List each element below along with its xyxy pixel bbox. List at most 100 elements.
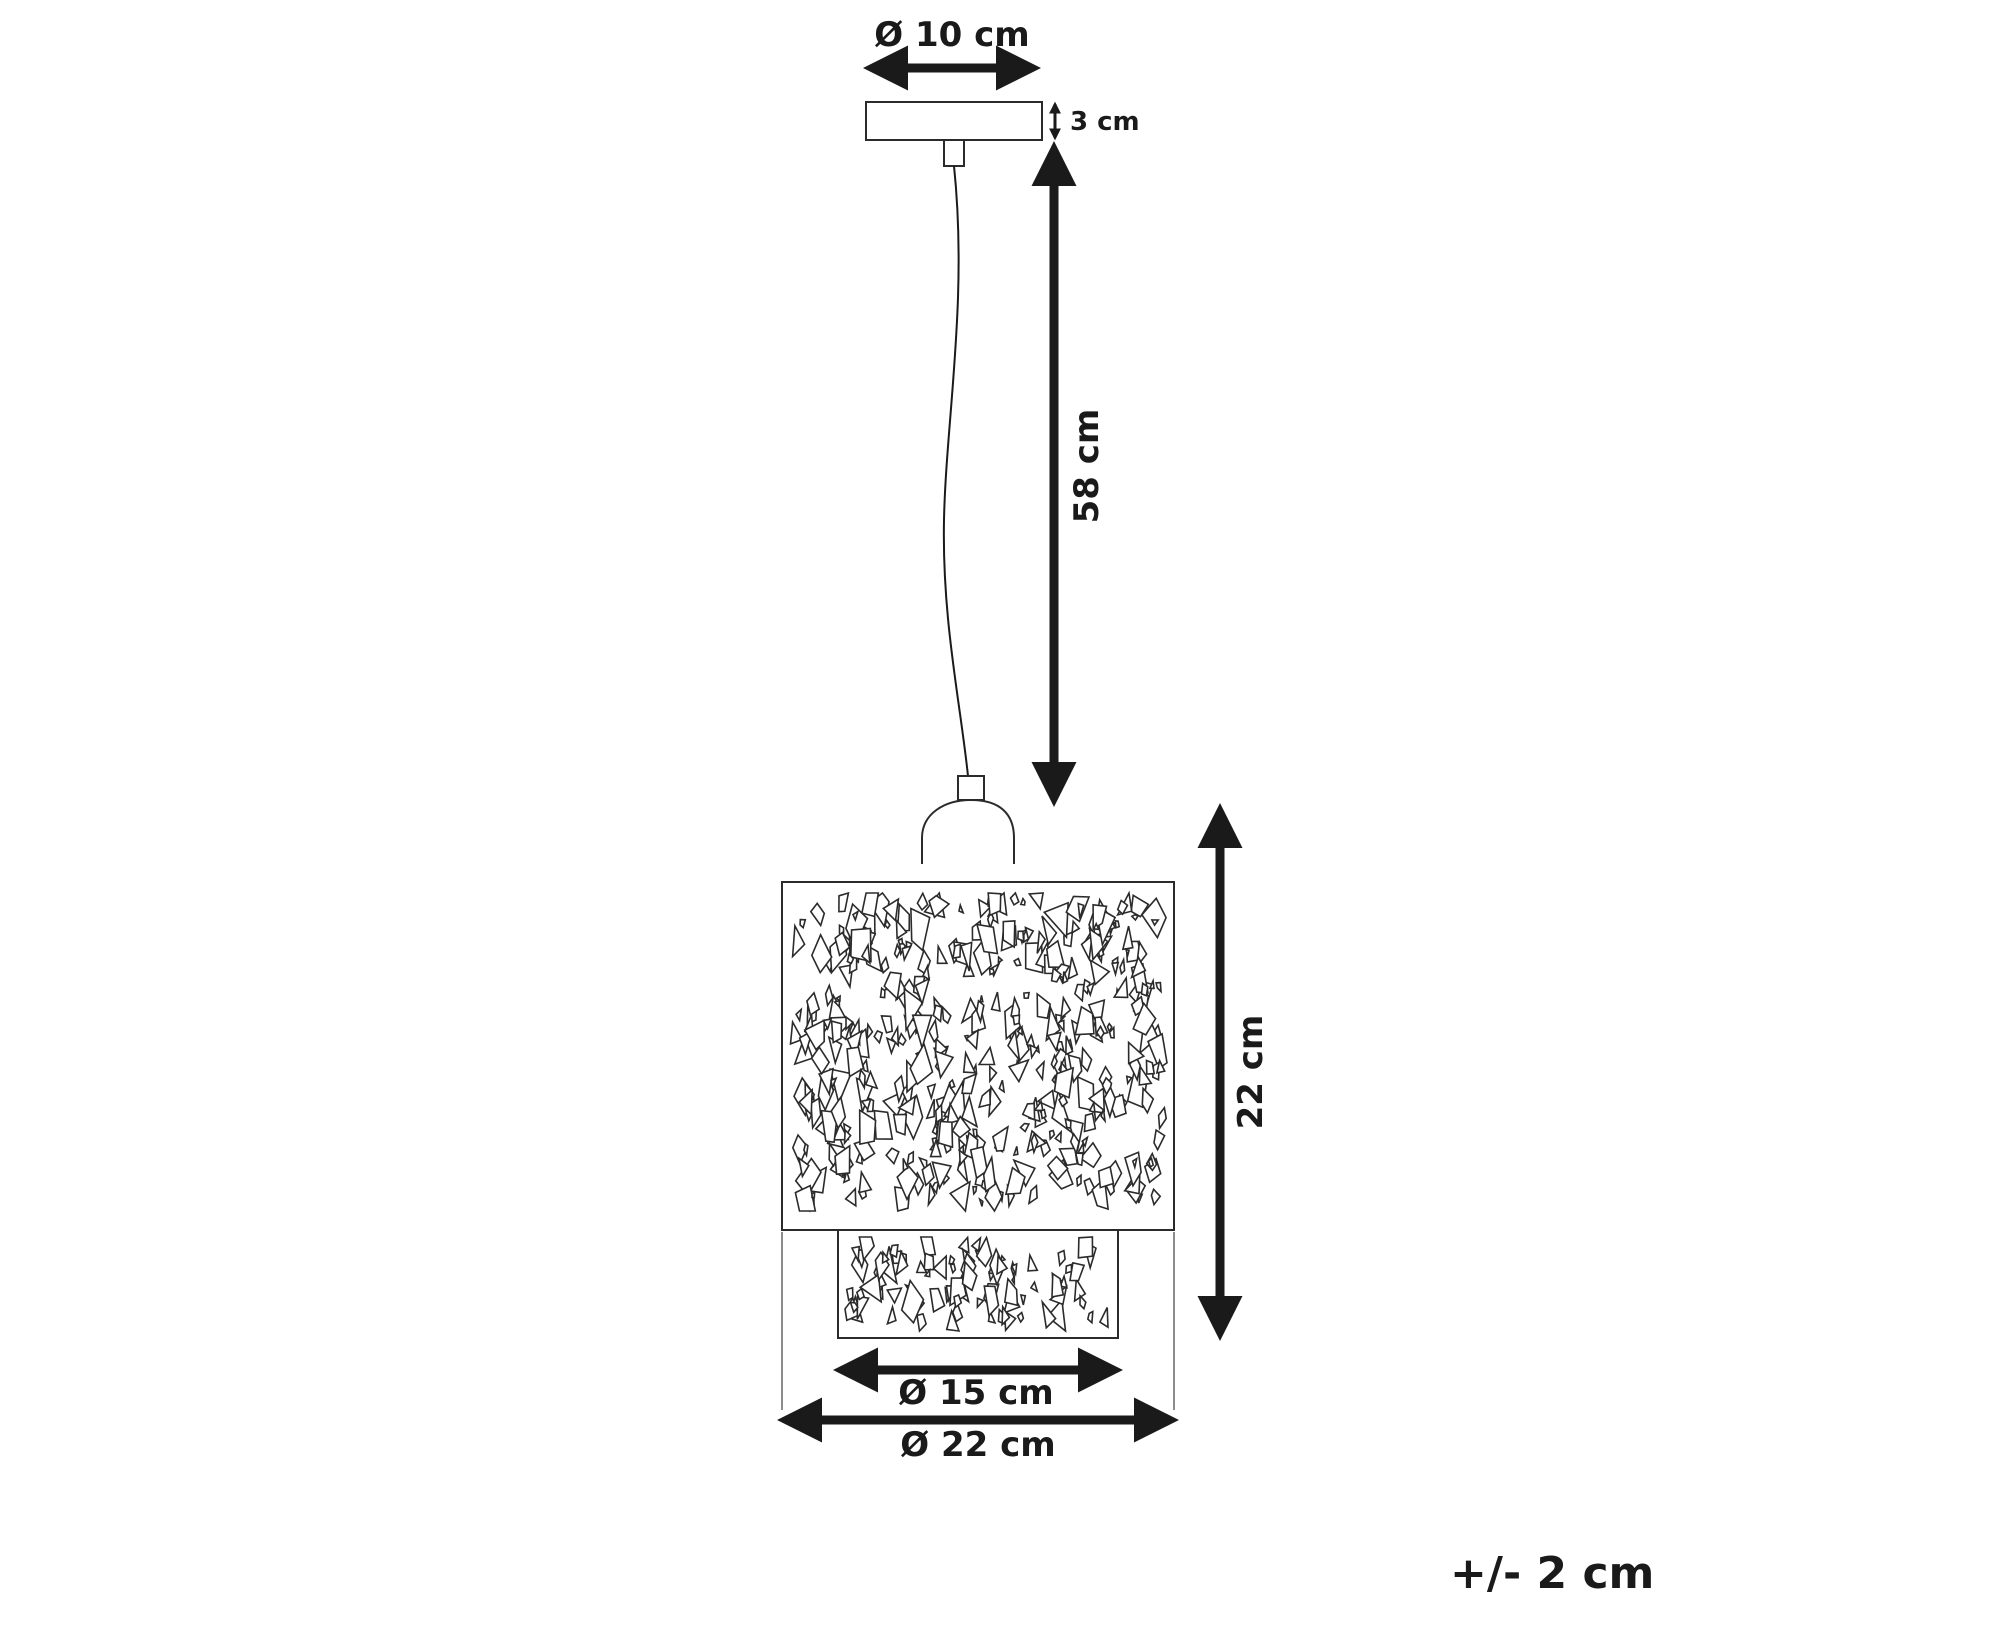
- cutout-shape: [1003, 1276, 1019, 1307]
- cutout-shape: [1130, 893, 1150, 918]
- cutout-shape: [1029, 1280, 1039, 1294]
- cutout-shape: [1001, 1304, 1011, 1327]
- canopy-height-dimension: 3 cm: [1049, 101, 1140, 141]
- cutout-shape: [850, 1245, 861, 1264]
- outer-diameter-label: Ø 22 cm: [900, 1425, 1055, 1465]
- cutout-shape: [900, 1278, 925, 1325]
- cutout-shape: [1111, 961, 1120, 978]
- cutout-shape: [1035, 1059, 1046, 1082]
- cutout-shape: [1088, 927, 1109, 962]
- cutout-shape: [1112, 975, 1129, 999]
- cutout-shape: [860, 1098, 872, 1112]
- cutout-shape: [927, 1182, 936, 1208]
- cutout-shape: [1119, 956, 1126, 976]
- cutout-shape: [1036, 1089, 1057, 1111]
- cutout-shape: [921, 1162, 935, 1187]
- cutout-shape: [879, 986, 886, 999]
- cutout-shape: [990, 991, 1001, 1013]
- ceiling-canopy: [865, 101, 1043, 167]
- cutout-shape: [1069, 1132, 1080, 1156]
- cutout-shape: [1140, 981, 1149, 997]
- cutout-shape: [1046, 1298, 1067, 1333]
- cutout-shape: [806, 991, 821, 1017]
- cutout-shape: [897, 937, 904, 945]
- cutout-shape: [1030, 1131, 1039, 1156]
- cutout-shape: [1127, 1040, 1146, 1065]
- cutout-shape: [1048, 1129, 1056, 1141]
- cutout-shape: [1041, 915, 1058, 947]
- cutout-shape: [988, 1064, 998, 1084]
- cutout-shape: [897, 1032, 907, 1047]
- cutout-shape: [830, 1020, 843, 1044]
- cutout-shape: [1150, 919, 1160, 927]
- cutout-shape: [1074, 1152, 1084, 1167]
- cutout-shape: [855, 1287, 866, 1301]
- cutout-shape: [1027, 1252, 1039, 1272]
- cutout-shape: [961, 1072, 978, 1095]
- lamp-holder: [921, 775, 1015, 864]
- cutout-shape: [1125, 1075, 1133, 1086]
- cutout-shape: [972, 1185, 978, 1196]
- cutout-shape: [1086, 981, 1096, 998]
- cutout-shape: [1153, 1128, 1166, 1152]
- cutout-shape: [1145, 1059, 1156, 1075]
- cutout-shape: [846, 952, 855, 965]
- cutout-shape: [845, 1286, 854, 1302]
- cutout-shape: [945, 1308, 961, 1332]
- cutout-shape: [1067, 1054, 1083, 1084]
- inner-diameter-dimension: Ø 15 cm: [833, 1347, 1123, 1413]
- cutout-shape: [976, 1297, 985, 1310]
- cutout-shape: [882, 897, 900, 923]
- cutout-shape: [1004, 1166, 1026, 1196]
- cutout-shape: [883, 971, 903, 1001]
- cutout-shape: [1098, 1307, 1109, 1329]
- cutout-shape: [797, 1156, 810, 1179]
- cutout-shape: [931, 1161, 953, 1191]
- cutout-shape: [961, 1260, 978, 1292]
- cutout-shape: [937, 1120, 954, 1149]
- cutout-shape: [834, 931, 851, 957]
- cutout-shape: [925, 1099, 935, 1120]
- cutout-shape: [1064, 1117, 1072, 1130]
- cutout-shape: [1046, 1031, 1062, 1053]
- cord-length-dimension: 58 cm: [1031, 141, 1107, 807]
- cutout-shape: [1016, 1311, 1025, 1324]
- cutout-shape: [911, 1014, 933, 1051]
- cutout-shape: [1054, 1129, 1062, 1144]
- cutout-shape: [977, 1045, 996, 1066]
- cutout-shape: [928, 894, 951, 919]
- cutout-shape: [1074, 1005, 1095, 1036]
- cutout-shape: [873, 1029, 884, 1045]
- outer-shade: [781, 881, 1175, 1231]
- cutout-shape: [858, 1108, 877, 1146]
- cutout-shape: [1080, 1046, 1093, 1073]
- cutout-shape: [1036, 929, 1047, 954]
- cutout-shape: [1150, 1187, 1162, 1207]
- cutout-shape: [972, 1128, 978, 1138]
- cutout-shape: [1131, 1156, 1138, 1171]
- cutout-shape: [822, 1018, 833, 1031]
- canopy-height-label: 3 cm: [1070, 107, 1140, 137]
- cutout-shape: [1007, 1058, 1030, 1084]
- cutout-shape: [978, 1197, 984, 1207]
- cutout-shape: [958, 902, 965, 915]
- cutout-shape: [838, 891, 850, 913]
- canopy-diameter-dimension: Ø 10 cm: [863, 15, 1041, 91]
- cutout-shape: [1019, 1122, 1031, 1133]
- cutout-shape: [1057, 1249, 1066, 1268]
- cutout-shape: [1042, 901, 1069, 940]
- cutout-shape: [795, 1007, 803, 1023]
- cutout-shape: [1108, 1025, 1115, 1039]
- cutout-shape: [965, 1028, 980, 1051]
- cutout-shape: [915, 1259, 928, 1274]
- cutout-shape: [916, 1312, 928, 1333]
- cutout-shape: [1147, 1156, 1155, 1169]
- cutout-shape: [1155, 1058, 1166, 1074]
- cutout-shape: [1009, 891, 1020, 907]
- cutout-shape: [1017, 930, 1025, 943]
- cutout-shape: [799, 918, 807, 930]
- cutout-shape: [1045, 939, 1066, 969]
- cutout-shape: [1106, 1022, 1113, 1034]
- cutout-shape: [1002, 920, 1016, 949]
